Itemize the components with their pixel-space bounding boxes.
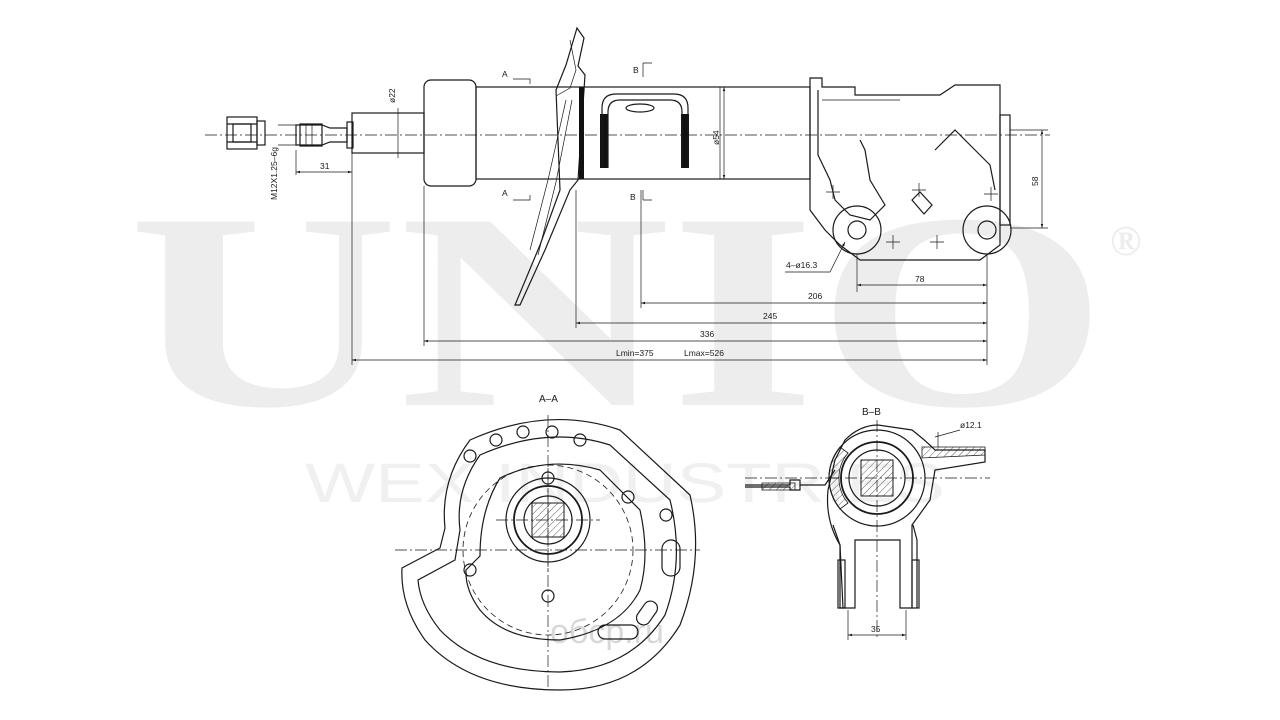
thread-spec-dim: M12X1.25–6g	[269, 147, 279, 200]
section-b-top-label: B	[633, 65, 639, 75]
bracket-height-dim: 58	[1030, 176, 1040, 186]
clamp-body	[826, 424, 986, 609]
section-aa-title: A–A	[539, 394, 558, 405]
spring-seat-plate	[514, 26, 586, 306]
lmax-dim: Lmax=526	[684, 348, 724, 358]
mount-hole-right	[977, 220, 997, 240]
bracket-right-pad	[681, 114, 689, 168]
section-a-bottom-label: A	[502, 188, 508, 198]
bb-hole-dim: ø12.1	[960, 420, 982, 430]
section-bb-title: B–B	[862, 407, 881, 418]
watermark: UNIO ® WEX INDUSTRIES oбcp.ru	[128, 155, 1141, 651]
dim-206: 206	[808, 291, 822, 301]
lmin-dim: Lmin=375	[616, 348, 654, 358]
bracket-left-pad	[600, 114, 608, 168]
section-bb-view: B–B ø12.1 35	[745, 407, 990, 640]
strut-main-view: A A B B ø22 M12X1.25–6g 31 ø54	[205, 26, 1050, 365]
dimensions-main: ø22 M12X1.25–6g 31 ø54 58 4–ø16.3 78	[269, 87, 1048, 365]
u-clamp	[601, 93, 689, 168]
dust-shield-outline	[401, 419, 697, 691]
rod-diameter-dim: ø22	[387, 88, 397, 103]
mount-hole-left	[847, 220, 867, 240]
bb-rod-section-hatch	[860, 459, 894, 497]
piston-rod	[351, 112, 425, 154]
thread-length-dim: 31	[320, 161, 330, 171]
holes-dim: 4–ø16.3	[786, 260, 817, 270]
watermark-site: oбcp.ru	[550, 613, 664, 651]
dim-336: 336	[700, 329, 714, 339]
watermark-registered-mark: ®	[1110, 219, 1141, 265]
nut	[226, 116, 266, 150]
seal-ring	[579, 87, 584, 179]
watermark-brand: UNIO	[128, 155, 1108, 466]
section-aa-view: A–A	[395, 394, 700, 691]
section-b-bottom-label: B	[630, 192, 636, 202]
bolt-marks	[826, 183, 998, 249]
dim-245: 245	[763, 311, 777, 321]
hole-spacing-dim: 78	[915, 274, 925, 284]
threaded-end	[295, 121, 354, 149]
bb-width-dim: 35	[871, 624, 881, 634]
section-a-top-label: A	[502, 69, 508, 79]
section-markers: A A B B	[502, 62, 652, 202]
knuckle-bracket	[809, 77, 1012, 261]
tube-diameter-dim: ø54	[711, 130, 721, 145]
